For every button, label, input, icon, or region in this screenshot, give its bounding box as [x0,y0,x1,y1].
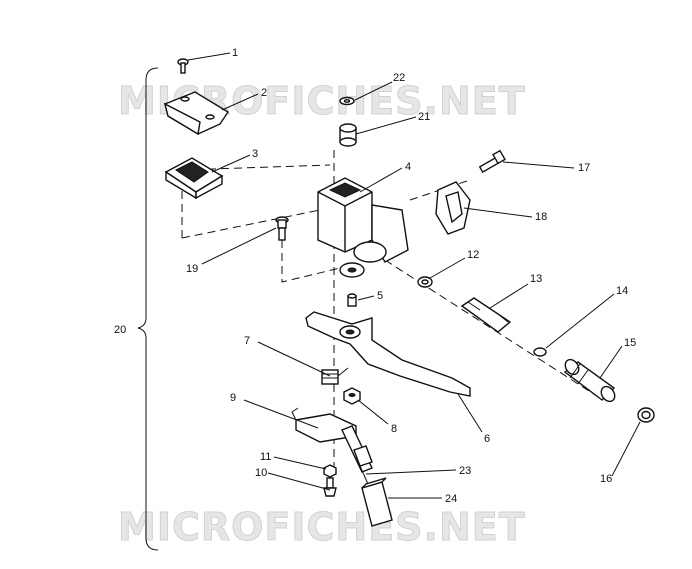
washer-part-14 [533,347,547,357]
brake-switch-part-23 [353,445,373,485]
screw-part-19 [275,216,289,241]
callout-22: 22 [393,72,405,84]
pin-part-5 [347,293,357,307]
leader-lines [187,52,641,499]
torsion-spring-part-7 [321,367,349,385]
callout-18: 18 [535,211,547,223]
callout-16: 16 [600,473,612,485]
brake-lever-part-6 [305,311,471,397]
callout-6: 6 [484,433,490,445]
axis-link-lower [181,209,321,239]
piston-part-15 [563,358,616,403]
callout-10: 10 [255,467,267,479]
switch-cover-part-24 [361,477,393,527]
diaphragm-part-3 [164,157,224,200]
callout-14: 14 [616,285,628,297]
callout-11: 11 [260,451,271,463]
bolt-part-17 [478,149,506,174]
axis-link-upper [181,164,331,171]
callout-5: 5 [377,290,383,302]
bushing-part-21 [339,123,357,147]
axis-screw-19 [281,240,341,283]
callout-8: 8 [391,423,397,435]
callout-12: 12 [467,249,479,261]
callout-20: 20 [114,324,126,336]
callout-7: 7 [244,335,250,347]
screw-part-1 [177,58,189,74]
screw-part-10 [323,477,337,497]
oring-hole-12 [421,279,429,285]
nut-part-11 [323,464,337,478]
callout-21: 21 [418,111,430,123]
callout-17: 17 [578,162,590,174]
callout-24: 24 [445,493,457,505]
circlip-hole-16 [641,410,651,420]
assembly-bracket [137,67,159,551]
callout-13: 13 [530,273,542,285]
callout-1: 1 [232,47,238,59]
callout-23: 23 [459,465,471,477]
reservoir-cover-part-2 [163,91,229,136]
callout-4: 4 [405,161,411,173]
callout-19: 19 [186,263,198,275]
nut-part-8 [343,387,361,405]
callout-9: 9 [230,392,236,404]
spring-part-13 [460,297,512,333]
clamp-part-18 [435,181,471,235]
callout-2: 2 [261,87,267,99]
callout-3: 3 [252,148,258,160]
washer-hole-22 [343,99,351,103]
callout-15: 15 [624,337,636,349]
watermark-bottom: MICROFICHES.NET [118,505,526,549]
master-cylinder-part-4 [317,177,409,278]
